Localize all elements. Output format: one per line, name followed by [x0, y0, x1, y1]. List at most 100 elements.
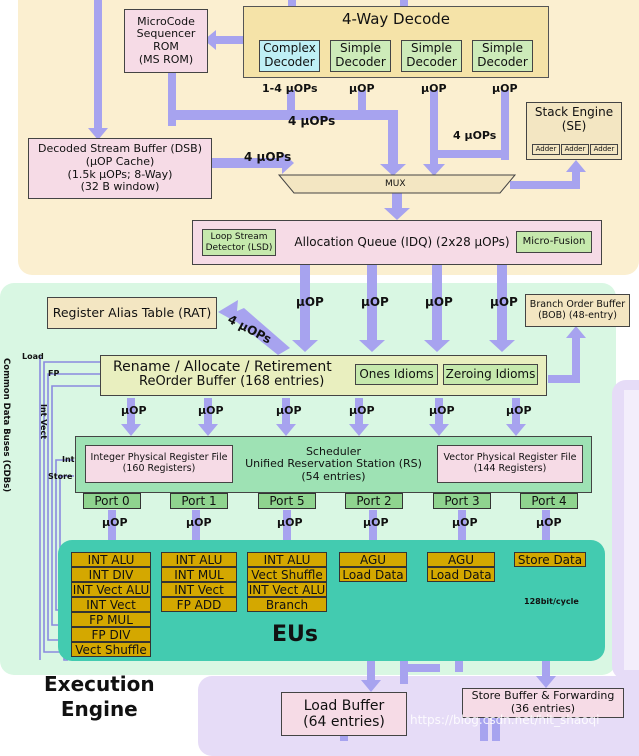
eu-stack-port0: INT ALU INT DIV INT Vect ALU INT Vect MU…	[71, 552, 151, 657]
idq-uop-4: µOP	[490, 295, 518, 309]
port-1: Port 1	[170, 493, 228, 509]
rs-uop-2: µOP	[198, 404, 224, 417]
eu-title: EUs	[272, 622, 318, 647]
eu-fp-mul: FP MUL	[71, 612, 151, 627]
eu-int-mul: INT MUL	[161, 567, 237, 582]
label-4-uops-band: 4 µOPs	[288, 114, 336, 128]
scheduler-label: Scheduler Unified Reservation Station (R…	[245, 444, 422, 483]
dsb-label: Decoded Stream Buffer (DSB) (µOP Cache) …	[37, 142, 202, 194]
rob-subtitle: ReOrder Buffer (168 entries)	[139, 374, 325, 390]
simple-decoder-label: Simple Decoder	[477, 41, 528, 69]
label-4-uops-dsb: 4 µOPs	[244, 150, 292, 164]
simple-decoder-3: Simple Decoder	[472, 40, 533, 72]
stack-adder-3: Adder	[590, 144, 618, 155]
stack-adder-1: Adder	[532, 144, 560, 155]
rat-label: Register Alias Table (RAT)	[52, 304, 212, 320]
label-4-uops-right: 4 µOPs	[453, 129, 497, 142]
port0-uop: µOP	[102, 516, 128, 529]
eu-stack-port5: INT ALU Vect Shuffle INT Vect ALU Branch	[247, 552, 327, 612]
simple-decoder-label: Simple Decoder	[406, 41, 457, 69]
bob-label: Branch Order Buffer (BOB) (48-entry)	[529, 298, 626, 321]
adder-label: Adder	[593, 145, 615, 154]
decoder-out-simple-3: µOP	[492, 82, 518, 95]
eu-load-data: Load Data	[427, 567, 495, 582]
rs-uop-5: µOP	[429, 404, 455, 417]
store-buffer-label: Store Buffer & Forwarding (36 entries)	[471, 689, 615, 715]
idq-uop-2: µOP	[361, 295, 389, 309]
load-buffer: Load Buffer (64 entries)	[281, 692, 407, 736]
stack-adder-2: Adder	[561, 144, 589, 155]
port5-uop: µOP	[277, 516, 303, 529]
port3-uop: µOP	[452, 516, 478, 529]
eu-vect-shuffle: Vect Shuffle	[71, 642, 151, 657]
watermark: https://blog.csdn.net/hit_shaoqi	[410, 713, 600, 727]
integer-physical-register-file: Integer Physical Register File (160 Regi…	[85, 445, 233, 483]
eu-stack-port1: INT ALU INT MUL INT Vect ALU FP ADD	[161, 552, 237, 612]
simple-decoder-2: Simple Decoder	[401, 40, 462, 72]
decoded-stream-buffer: Decoded Stream Buffer (DSB) (µOP Cache) …	[28, 138, 212, 199]
register-alias-table: Register Alias Table (RAT)	[47, 297, 217, 329]
port2-uop: µOP	[363, 516, 389, 529]
eu-stack-port2: AGU Load Data	[339, 552, 407, 582]
eu-load-data: Load Data	[339, 567, 407, 582]
port-0: Port 0	[83, 493, 141, 509]
zeroing-idioms-label: Zeroing Idioms	[445, 366, 536, 381]
port1-uop: µOP	[186, 516, 212, 529]
eu-int-div: INT DIV	[71, 567, 151, 582]
lsd-label: Loop Stream Detector (LSD)	[205, 232, 273, 253]
ones-idioms-label: Ones Idioms	[359, 366, 434, 381]
bus-int-label: Int	[62, 455, 75, 464]
port4-uop: µOP	[536, 516, 562, 529]
port-5: Port 5	[258, 493, 316, 509]
port-4: Port 4	[520, 493, 578, 509]
decoder-out-complex: 1-4 µOPs	[262, 82, 318, 95]
eu-agu: AGU	[427, 552, 495, 567]
cdb-label: Common Data Buses (CDBs)	[1, 358, 11, 493]
eu-fp-div: FP DIV	[71, 627, 151, 642]
bus-int-vect-label: Int Vect	[39, 404, 48, 440]
eu-agu: AGU	[339, 552, 407, 567]
eu-int-vect-alu: INT Vect ALU	[71, 582, 151, 597]
adder-label: Adder	[535, 145, 557, 154]
adder-label: Adder	[564, 145, 586, 154]
eu-vect-shuffle: Vect Shuffle	[247, 567, 327, 582]
port-2: Port 2	[345, 493, 403, 509]
decode-title: 4-Way Decode	[341, 10, 450, 28]
branch-order-buffer: Branch Order Buffer (BOB) (48-entry)	[525, 294, 630, 327]
mux-label: MUX	[385, 179, 406, 189]
eu-store-data: Store Data	[514, 552, 586, 567]
bus-load-label: Load	[22, 352, 44, 361]
simple-decoder-1: Simple Decoder	[330, 40, 391, 72]
memory-inner-edge	[624, 390, 639, 670]
bus-store-label: Store	[48, 472, 73, 481]
eu-int-vect-alu: INT Vect ALU	[247, 582, 327, 597]
bitcycle-label: 128bit/cycle	[524, 597, 579, 606]
complex-decoder: Complex Decoder	[259, 40, 320, 72]
microcode-sequencer-rom: MicroCode Sequencer ROM (MS ROM)	[124, 9, 208, 73]
load-buffer-label: Load Buffer (64 entries)	[303, 697, 385, 730]
int-prf-label: Integer Physical Register File (160 Regi…	[90, 452, 228, 474]
ones-idioms: Ones Idioms	[355, 364, 438, 385]
simple-decoder-label: Simple Decoder	[335, 41, 386, 69]
rs-uop-4: µOP	[349, 404, 375, 417]
eu-fp-add: FP ADD	[161, 597, 237, 612]
eu-int-alu: INT ALU	[247, 552, 327, 567]
micro-fusion-label: Micro-Fusion	[522, 236, 586, 248]
msrom-label: MicroCode Sequencer ROM (MS ROM)	[136, 14, 196, 66]
eu-int-alu: INT ALU	[161, 552, 237, 567]
loop-stream-detector: Loop Stream Detector (LSD)	[202, 229, 276, 256]
eu-branch: Branch	[247, 597, 327, 612]
bus-fp-label: FP	[48, 369, 60, 378]
execution-engine-label: Execution Engine	[44, 672, 155, 721]
eu-int-vect-mul: INT Vect MUL	[71, 597, 151, 626]
idq-title: Allocation Queue (IDQ) (2x28 µOPs)	[294, 234, 510, 249]
eu-int-alu: INT ALU	[71, 552, 151, 567]
rename-title: Rename / Allocate / Retirement	[113, 359, 332, 375]
micro-fusion: Micro-Fusion	[516, 231, 592, 253]
eu-stack-port4: Store Data	[514, 552, 586, 567]
zeroing-idioms: Zeroing Idioms	[443, 364, 538, 385]
eu-stack-port3: AGU Load Data	[427, 552, 495, 582]
eu-int-vect-alu: INT Vect ALU	[161, 582, 237, 611]
port-3: Port 3	[433, 493, 491, 509]
